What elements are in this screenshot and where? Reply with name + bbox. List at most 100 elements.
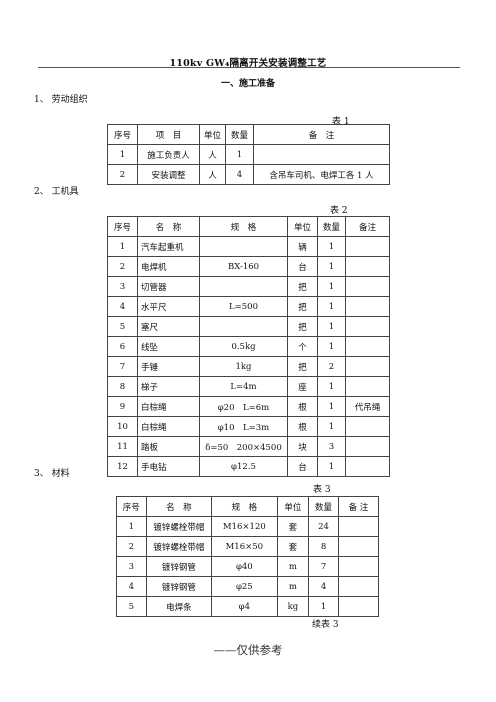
header-cell: 项 目 — [137, 124, 200, 145]
header-cell: 名 称 — [145, 496, 213, 517]
header-cell: 单位 — [276, 496, 310, 517]
table-cell — [345, 376, 390, 397]
table-cell — [199, 316, 288, 337]
table-cell: 1 — [317, 296, 346, 317]
table-cell: 白棕绳 — [137, 396, 200, 417]
table-cell: 11 — [107, 436, 138, 457]
table-cell: m — [276, 556, 310, 577]
table-cell: 3 — [107, 276, 138, 297]
table-cell — [337, 596, 380, 617]
table-cell: 1 — [308, 596, 339, 617]
table-cell: 把 — [287, 276, 318, 297]
header-cell: 数量 — [308, 496, 339, 517]
section-title: 一、施工准备 — [220, 79, 275, 89]
table-cell: φ10 L=3m — [199, 416, 288, 437]
labor-heading: 1、 劳动组织 — [34, 95, 88, 105]
header-cell: 数量 — [317, 216, 346, 237]
table-cell: 个 — [287, 336, 318, 357]
header-rule — [38, 67, 460, 68]
table-cell — [345, 296, 390, 317]
table-cell: 安装调整 — [137, 164, 200, 185]
table-cell — [345, 256, 390, 277]
table-cell: 12 — [107, 456, 138, 477]
table-cell: 1 — [317, 376, 346, 397]
table-cell: 汽车起重机 — [137, 236, 200, 257]
table-cell: 线坠 — [137, 336, 200, 357]
table-cell — [345, 276, 390, 297]
header-cell: 备 注 — [337, 496, 380, 517]
table-cell: 8 — [308, 536, 339, 557]
table-cell: φ12.5 — [199, 456, 288, 477]
table-cell: 电焊机 — [137, 256, 200, 277]
footer-note: ——仅供参考 — [213, 643, 283, 657]
table-cell: 踏板 — [137, 436, 200, 457]
table-cell: 1 — [317, 256, 346, 277]
table-cell: 镀锌钢管 — [145, 556, 213, 577]
table-row: 1 施工负责人 人 1 — [107, 144, 390, 165]
table-cell: 把 — [287, 316, 318, 337]
table-cell: 1 — [317, 236, 346, 257]
table-cell: 镀锌螺栓带帽 — [145, 516, 213, 537]
table-cell: φ25 — [211, 576, 278, 597]
header-cell: 单位 — [199, 124, 226, 145]
table-cell: 1 — [225, 144, 254, 165]
table-cell: 1 — [317, 396, 346, 417]
table-cell: δ=50 200×4500 — [199, 436, 288, 457]
table-cell: 套 — [276, 516, 310, 537]
table-cell: 白棕绳 — [137, 416, 200, 437]
table-cell: 块 — [287, 436, 318, 457]
table-cell — [345, 356, 390, 377]
table-cell — [345, 456, 390, 477]
table-cell — [345, 416, 390, 437]
table-cell: 1 — [116, 516, 147, 537]
table-cell: 电焊条 — [145, 596, 213, 617]
table-cell: 1 — [317, 276, 346, 297]
tools-heading: 2、 工机具 — [34, 187, 79, 197]
header-cell: 名 称 — [137, 216, 200, 237]
labor-table: 序号 项 目 单位 数量 备 注 1 施工负责人 人 1 2 安装调整 人 4 … — [107, 124, 390, 185]
table-cell: 切管器 — [137, 276, 200, 297]
table-cell — [345, 436, 390, 457]
table-row: 2 安装调整 人 4 含吊车司机、电焊工各 1 人 — [107, 164, 390, 185]
table-cell: 座 — [287, 376, 318, 397]
table-cell: L=4m — [199, 376, 288, 397]
table-header-row: 序号名 称规 格单位数量备注 — [107, 216, 390, 237]
table-cell: 4 — [225, 164, 254, 185]
table-cell — [199, 276, 288, 297]
table-cell: 1 — [107, 144, 138, 165]
table-cell: 2 — [107, 256, 138, 277]
table-cell: 把 — [287, 356, 318, 377]
table-cell: 辆 — [287, 236, 318, 257]
table-header-row: 序号名 称规 格单位数量备 注 — [116, 496, 380, 517]
table-cell: 4 — [308, 576, 339, 597]
header-cell: 序号 — [107, 216, 138, 237]
table-cell: 人 — [199, 164, 226, 185]
table-cell: 3 — [116, 556, 147, 577]
table-cell: 代吊绳 — [345, 396, 390, 417]
header-cell: 备 注 — [253, 124, 390, 145]
table-cell: 24 — [308, 516, 339, 537]
materials-heading: 3、 材料 — [34, 469, 70, 479]
table-cell: 4 — [107, 296, 138, 317]
table-cell: 梯子 — [137, 376, 200, 397]
table-cell: 根 — [287, 416, 318, 437]
table-cell: 8 — [107, 376, 138, 397]
table-cell: 1 — [317, 316, 346, 337]
table-cell: 9 — [107, 396, 138, 417]
header-cell: 序号 — [107, 124, 138, 145]
table-cell — [337, 576, 380, 597]
tools-caption: 表 2 — [330, 206, 348, 216]
